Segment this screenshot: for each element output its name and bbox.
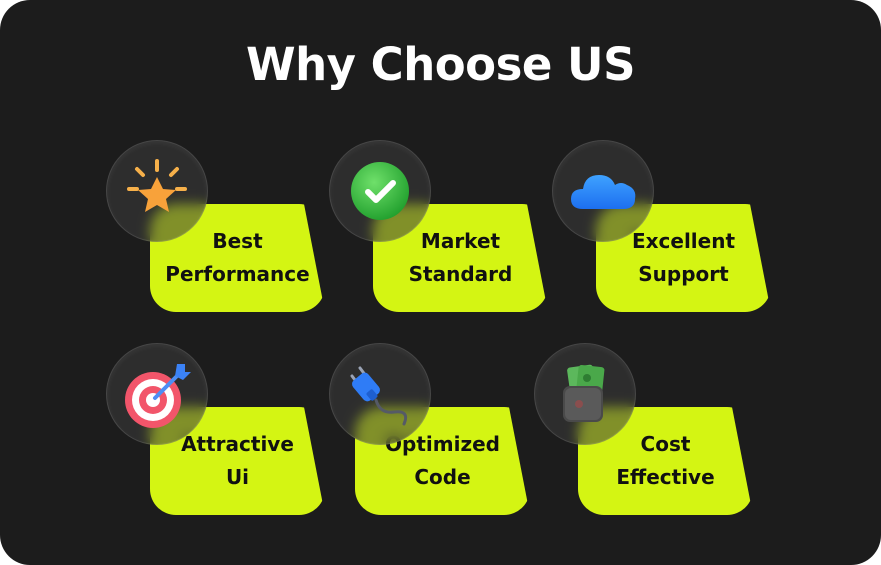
feature-label-line-2: Support [638,262,729,286]
plug-icon [350,366,408,426]
star-icon [127,159,187,212]
feature-label-line-2: Code [414,465,471,489]
feature-label-line-1: Market [420,229,501,253]
cloud-icon [571,175,636,209]
target-icon [125,364,191,428]
feature-icon-disk [552,140,654,242]
feature-icon-disk [106,140,208,242]
feature-excellent-support: Excellent Support [552,140,792,330]
feature-icon-disk [106,343,208,445]
feature-label-line-2: Ui [225,465,250,489]
page-title: Why Choose US [246,38,636,91]
feature-label-line-2: Effective [616,465,715,489]
wallet-icon [563,364,605,422]
feature-label-line-1: Cost [640,432,691,456]
feature-icon-disk [329,140,431,242]
feature-icon-disk [329,343,431,445]
feature-attractive-ui: Attractive Ui [106,343,346,533]
feature-icon-disk [534,343,636,445]
feature-best-performance: Best Performance [106,140,346,330]
check-icon [351,162,409,220]
feature-label-line-1: Attractive [181,432,294,456]
feature-cost-effective: Cost Effective [534,343,774,533]
feature-label-line-2: Performance [165,262,310,286]
feature-label-line-1: Best [212,229,263,253]
feature-label-line-1: Excellent [631,229,736,253]
feature-market-standard: Market Standard [329,140,569,330]
feature-optimized-code: Optimized Code [329,343,569,533]
feature-label-line-2: Standard [408,262,513,286]
